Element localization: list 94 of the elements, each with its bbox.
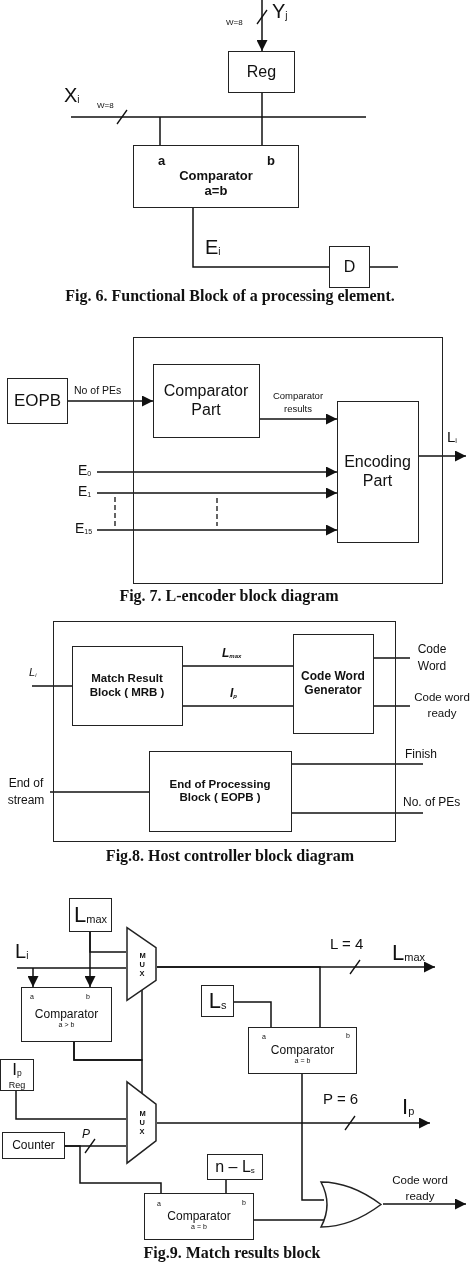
arrow	[27, 967, 39, 988]
arrow	[417, 450, 467, 462]
arrow	[256, 0, 268, 52]
block-label: Counter	[12, 1138, 55, 1153]
figure-caption: Fig. 6. Functional Block of a processing element.	[65, 287, 395, 306]
signal-line	[73, 1041, 143, 1094]
register-box	[207, 1154, 263, 1180]
eopb-box	[7, 378, 68, 424]
block-label: Match Result Block ( MRB )	[89, 672, 165, 699]
signal-label: Code Word	[416, 641, 448, 675]
signal-label: Finish	[405, 748, 437, 762]
signal-label: P = 6	[323, 1090, 359, 1108]
signal-label: Code word ready	[413, 690, 471, 722]
signal-label: P	[82, 1128, 90, 1142]
multiplexer-symbol	[126, 927, 157, 1001]
arrow	[67, 395, 154, 407]
arrow	[156, 1117, 431, 1129]
signal-line	[372, 705, 411, 707]
figure-caption: Fig.9. Match results block	[143, 1244, 321, 1263]
signal-line	[89, 931, 127, 953]
encoding-part-box	[336, 400, 419, 543]
host-controller-frame	[53, 621, 396, 842]
block-label: Encoding Part	[343, 453, 412, 490]
signal-label: X$_{i}$	[64, 84, 80, 107]
signal-line	[192, 207, 330, 268]
signal-line	[15, 1090, 127, 1120]
port-label: a	[158, 154, 166, 167]
signal-label: Code word ready	[391, 1173, 449, 1205]
signal-label: L$_{i}$	[15, 940, 29, 963]
figure-caption: Fig.8. Host controller block diagram	[105, 847, 355, 866]
signal-line	[16, 967, 127, 969]
multiplexer-symbol	[126, 1081, 157, 1164]
comparator-box	[144, 1193, 254, 1240]
signal-label: No. of PEs	[403, 796, 461, 810]
block-label: End of Processing Block ( EOPB )	[168, 777, 272, 805]
block-label: Comparator	[270, 1043, 335, 1058]
signal-label: W=8	[226, 18, 243, 28]
block-label: Comparator Part	[162, 382, 250, 419]
arrow	[96, 487, 338, 499]
block-label: Reg	[246, 62, 277, 82]
signal-label: Y$_{j}$	[272, 0, 288, 23]
block-label: Comparator	[167, 1209, 231, 1224]
counter-box	[2, 1132, 65, 1159]
block-label: EOPB	[13, 391, 62, 411]
block-label: n – L$_{s}$	[215, 1157, 255, 1177]
arrow	[96, 466, 338, 478]
signal-label: End of stream	[6, 775, 46, 809]
block-label: Comparator	[34, 1007, 99, 1022]
arrow	[96, 524, 338, 536]
block-label: a=b	[204, 183, 228, 199]
encoder-frame	[133, 337, 443, 584]
comparator-part-box	[152, 363, 260, 438]
port-label: b	[267, 154, 275, 167]
register-box	[0, 1059, 34, 1091]
block-label: Comparator	[179, 168, 253, 184]
arrow	[258, 413, 338, 425]
signal-line	[261, 92, 263, 146]
block-label: Code Word Generator	[300, 669, 366, 698]
signal-label: L$_{i}$	[29, 666, 37, 679]
signal-line	[253, 1219, 325, 1221]
register-box	[228, 51, 295, 93]
signal-line	[181, 665, 294, 667]
signal-label: No of PEs	[74, 384, 122, 397]
signal-line	[290, 812, 424, 814]
signal-label: E$_{i}$	[205, 236, 221, 259]
block-label: D	[343, 257, 356, 277]
figure-caption: Fig. 7. L-encoder block diagram	[119, 587, 339, 606]
block-label: Reg	[8, 1079, 26, 1090]
signal-line	[49, 791, 150, 793]
or-gate-symbol	[319, 1181, 383, 1228]
signal-line	[233, 1001, 272, 1028]
signal-label: W=8	[97, 101, 114, 111]
signal-line	[156, 966, 321, 1028]
code-word-generator-box	[292, 633, 374, 734]
arrow	[382, 1198, 467, 1210]
signal-line	[181, 705, 294, 707]
end-of-processing-box	[148, 750, 292, 832]
signal-line	[372, 657, 411, 659]
signal-line	[225, 1179, 227, 1194]
signal-line	[301, 1073, 325, 1201]
signal-label: L$_{i}$	[447, 428, 457, 446]
signal-label: L = 4	[330, 935, 364, 953]
signal-label: Comparator results	[271, 389, 325, 416]
signal-line	[369, 266, 399, 268]
delay-box	[329, 246, 370, 288]
register-box	[201, 985, 234, 1017]
comparator-box	[21, 987, 112, 1042]
comparator-box	[133, 145, 299, 208]
match-result-box	[71, 645, 183, 726]
signal-line	[64, 1145, 162, 1194]
signal-line	[290, 763, 424, 765]
comparator-box	[248, 1027, 357, 1074]
signal-line	[31, 685, 73, 687]
signal-line	[70, 116, 367, 146]
